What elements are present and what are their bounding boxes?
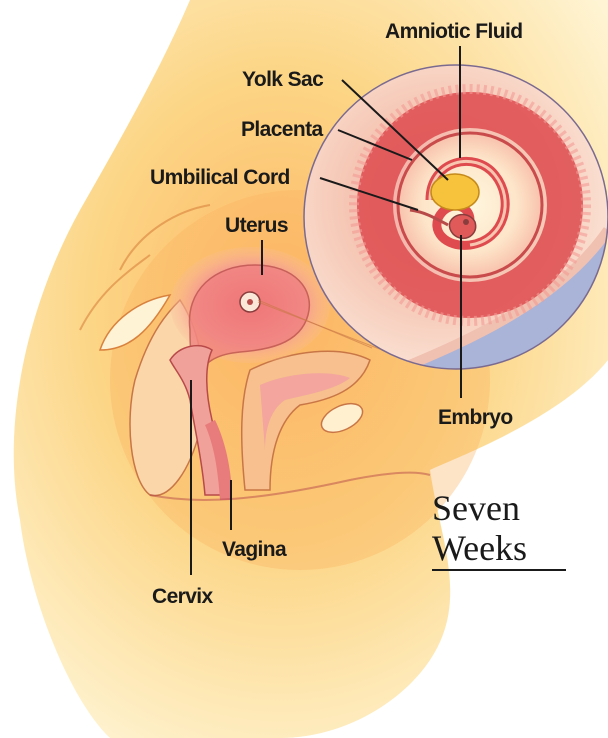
label-umbilical-cord: Umbilical Cord <box>150 166 290 189</box>
label-vagina: Vagina <box>222 538 287 561</box>
title-line-2: Weeks <box>432 528 527 568</box>
label-amniotic-fluid: Amniotic Fluid <box>385 20 522 43</box>
magnified-view <box>304 65 608 369</box>
label-cervix: Cervix <box>152 585 214 608</box>
label-placenta: Placenta <box>241 118 323 141</box>
label-embryo: Embryo <box>438 406 513 429</box>
title-line-1: Seven <box>432 488 520 528</box>
label-uterus: Uterus <box>225 214 288 237</box>
embryo-dot <box>247 299 253 305</box>
label-yolk-sac: Yolk Sac <box>242 68 324 91</box>
